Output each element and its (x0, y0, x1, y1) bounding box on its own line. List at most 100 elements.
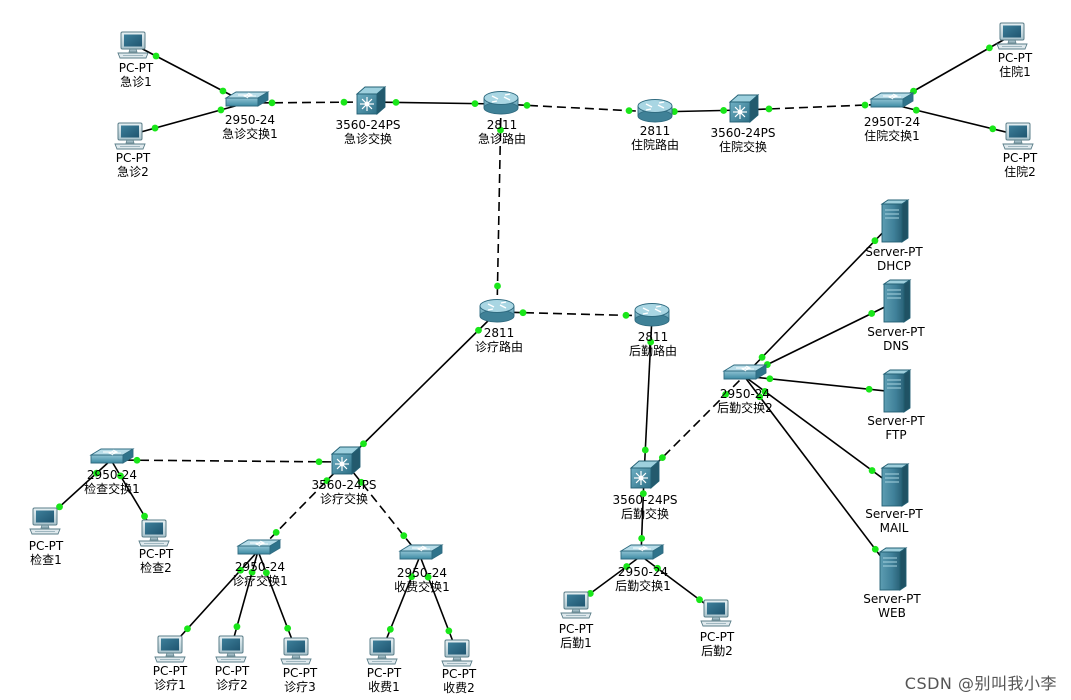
port-indicator (641, 446, 649, 454)
pc-icon[interactable] (560, 591, 592, 619)
device-model-label: 2950-24 (397, 566, 447, 580)
pc-icon[interactable] (215, 635, 247, 663)
link-r_jz-r_zl (496, 103, 502, 313)
device-model-label: PC-PT (29, 539, 64, 553)
device-name-label: MAIL (880, 521, 909, 535)
router-icon[interactable] (637, 99, 673, 123)
device-name-label: 收费2 (443, 681, 475, 695)
link-sw_hq2-sv_mail (743, 375, 894, 487)
link-sw_sf1-pc_sf2 (419, 555, 458, 653)
device-name-label: 后勤交换 (621, 506, 669, 521)
port-indicator (523, 101, 531, 109)
multilayer-switch-icon[interactable] (330, 446, 362, 475)
port-indicator (519, 309, 527, 317)
device-model-label: PC-PT (1003, 151, 1038, 165)
multilayer-switch-icon[interactable] (629, 460, 661, 489)
router-icon[interactable] (479, 299, 515, 323)
port-indicator (758, 353, 766, 361)
port-indicator (497, 126, 504, 134)
port-indicator (262, 569, 270, 577)
pc-icon[interactable] (114, 122, 146, 150)
pc-icon[interactable] (700, 599, 732, 627)
device-model-label: 2950T-24 (864, 115, 920, 129)
server-icon[interactable] (880, 463, 910, 507)
device-name-label: DNS (883, 339, 909, 353)
link-sw_zl1-pc_zl3 (257, 550, 297, 651)
pc-icon[interactable] (1002, 122, 1034, 150)
port-indicator (248, 568, 256, 576)
router-icon[interactable] (483, 91, 519, 115)
pc-icon[interactable] (366, 637, 398, 665)
router-icon[interactable] (634, 303, 670, 327)
multilayer-switch-icon[interactable] (728, 94, 760, 123)
link-sw_sf1-pc_sf1 (381, 555, 421, 651)
port-indicator (720, 107, 728, 114)
link-sw_hq2-sv_dhcp (743, 221, 894, 377)
device-name-label: 急诊1 (120, 74, 152, 89)
multilayer-switch-icon[interactable] (355, 86, 387, 115)
device-name-label: 急诊交换 (344, 131, 392, 146)
switch-icon[interactable] (398, 544, 444, 560)
pc-icon[interactable] (117, 31, 149, 59)
port-indicator (622, 311, 630, 319)
switch-icon[interactable] (869, 92, 915, 108)
switch-icon[interactable] (236, 539, 282, 555)
pc-icon[interactable] (441, 639, 473, 667)
device-model-label: 3560-24PS (312, 478, 377, 492)
port-indicator (871, 545, 879, 553)
port-indicator (117, 472, 124, 480)
switch-icon[interactable] (722, 364, 768, 380)
pc-icon[interactable] (280, 637, 312, 665)
device-model-label: 2950-24 (87, 468, 137, 482)
port-indicator (670, 108, 678, 115)
port-indicator (696, 596, 703, 604)
link-ms_zl-sw_jc1 (110, 459, 346, 463)
link-pc_jz1-sw_jz1 (132, 43, 247, 104)
device-model-label: 2811 (638, 330, 669, 344)
link-ms_jz-r_jz (369, 101, 502, 105)
pc-icon[interactable] (154, 635, 186, 663)
port-indicator (141, 512, 148, 520)
device-model-label: PC-PT (367, 666, 402, 680)
server-icon[interactable] (880, 199, 910, 243)
link-r_zl-ms_zl (344, 311, 498, 463)
pc-icon[interactable] (138, 519, 170, 547)
port-indicator (133, 456, 141, 464)
device-name-label: FTP (885, 428, 906, 442)
port-indicator (408, 573, 416, 581)
server-icon[interactable] (882, 369, 912, 413)
switch-icon[interactable] (89, 448, 135, 464)
ports-layer (56, 44, 997, 635)
device-model-label: 2811 (484, 326, 515, 340)
port-indicator (272, 529, 280, 536)
port-indicator (766, 375, 774, 383)
port-indicator (152, 52, 160, 60)
server-icon[interactable] (878, 547, 908, 591)
device-model-label: 3560-24PS (613, 493, 678, 507)
device-name-label: 后勤交换2 (717, 400, 773, 415)
watermark: CSDN @别叫我小李 (904, 674, 1057, 693)
link-ms_zl-sw_zl1 (257, 461, 346, 552)
pc-icon[interactable] (29, 507, 61, 535)
port-indicator (475, 326, 482, 334)
pc-icon[interactable] (996, 22, 1028, 50)
link-sw_zy1-pc_zy2 (890, 103, 1019, 136)
device-name-label: 后勤2 (701, 644, 733, 658)
device-name-label: 诊疗路由 (475, 339, 523, 354)
device-model-label: Server-PT (863, 592, 921, 606)
port-indicator (625, 107, 633, 115)
device-model-label: Server-PT (865, 507, 923, 521)
link-sw_jz1-ms_jz (245, 101, 371, 104)
server-icon[interactable] (882, 279, 912, 323)
port-indicator (871, 237, 879, 245)
device-name-label: 诊疗1 (154, 678, 186, 692)
device-name-label: WEB (878, 606, 906, 620)
port-indicator (151, 124, 159, 132)
port-indicator (219, 87, 227, 95)
port-indicator (284, 624, 292, 632)
switch-icon[interactable] (619, 544, 665, 560)
device-model-label: PC-PT (998, 51, 1033, 65)
device-model-label: 2950-24 (720, 387, 770, 401)
switch-icon[interactable] (224, 91, 270, 107)
port-indicator (986, 44, 993, 52)
